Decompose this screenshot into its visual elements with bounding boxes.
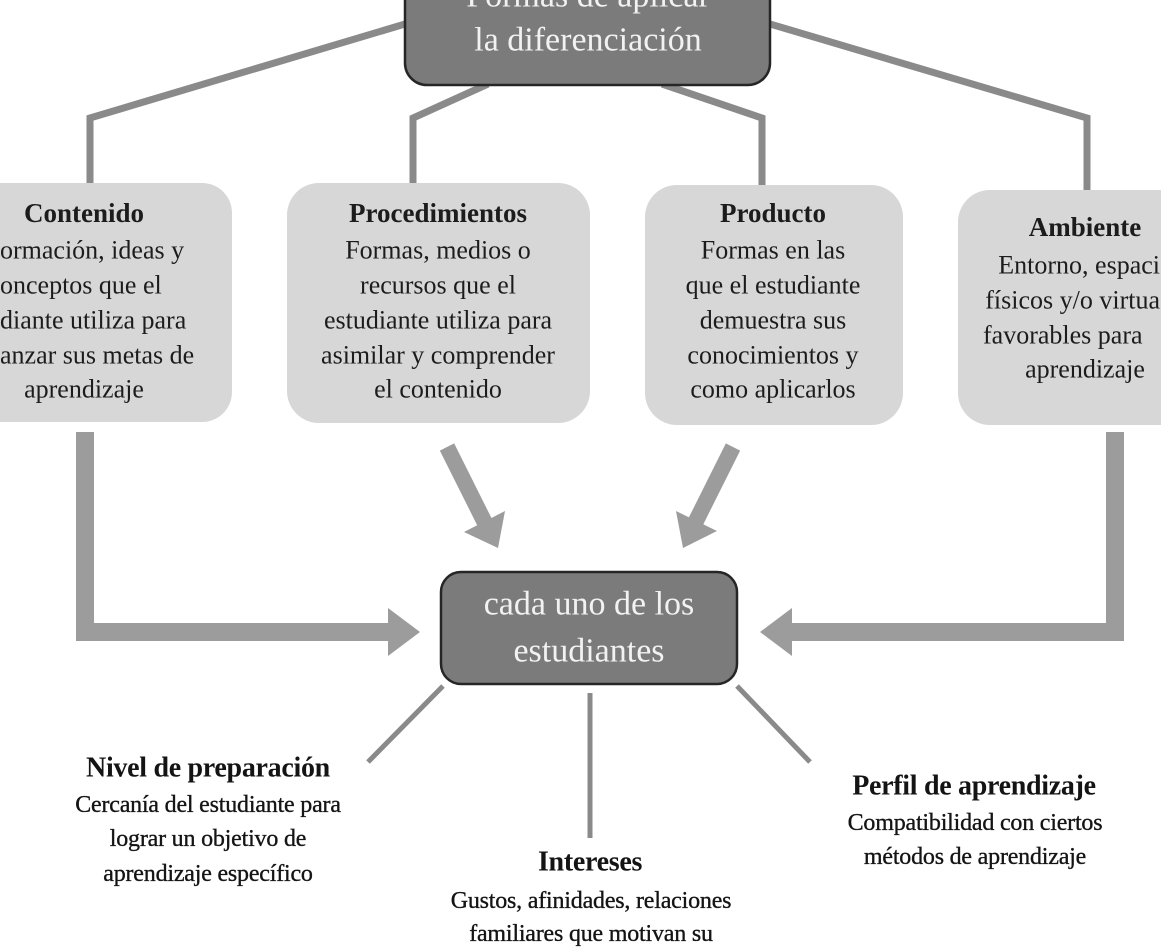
category-line: diante utiliza para xyxy=(0,306,187,335)
category-line: Formas en las xyxy=(701,236,845,265)
arrow-procedimientos-to-center xyxy=(439,443,495,531)
connector-center-to-perfil xyxy=(735,684,812,764)
category-line: Formas, medios o xyxy=(345,236,531,265)
factor-line: Cercanía del estudiante para xyxy=(75,792,341,818)
factor-title: Perfil de aprendizaje xyxy=(852,771,1096,802)
factor-line: aprendizaje específico xyxy=(103,861,313,887)
category-line: el contenido xyxy=(374,375,502,404)
arrow-contenido-to-center xyxy=(76,432,394,641)
category-box xyxy=(958,190,1161,425)
factor-line: familiares que motivan su xyxy=(469,921,713,947)
category-ambiente: Ambiente Entorno, espaci físicos y/o vir… xyxy=(958,190,1161,425)
category-line: favorables para xyxy=(983,321,1143,350)
factor-title: Intereses xyxy=(538,847,642,878)
category-line: recursos que el xyxy=(360,271,516,300)
factor-perfil-de-aprendizaje: Perfil de aprendizaje Compatibilidad con… xyxy=(847,771,1103,871)
category-producto: Producto Formas en las que el estudiante… xyxy=(645,185,903,425)
category-box xyxy=(287,183,590,423)
category-line: estudiante utiliza para xyxy=(324,306,553,335)
category-title: Procedimientos xyxy=(349,198,527,228)
factor-line: métodos de aprendizaje xyxy=(864,844,1086,870)
category-line: como aplicarlos xyxy=(690,375,855,404)
connector-top-to-ambiente xyxy=(769,20,1091,192)
factor-line: Compatibilidad con ciertos xyxy=(848,810,1103,836)
arrow-ambiente-to-center xyxy=(786,432,1124,641)
connector-center-to-nivel xyxy=(366,684,445,764)
category-line: onceptos que el xyxy=(0,271,162,300)
factor-intereses: Intereses Gustos, afinidades, relaciones… xyxy=(451,847,732,948)
category-line: aprendizaje xyxy=(1025,355,1145,384)
category-line: ormación, ideas y xyxy=(0,236,184,265)
arrow-head-left xyxy=(388,608,420,656)
center-line-1: cada uno de los xyxy=(484,586,695,623)
category-line: que el estudiante xyxy=(686,271,861,300)
factor-nivel-de-preparacion: Nivel de preparación Cercanía del estudi… xyxy=(75,753,342,888)
arrow-head-diagonal-right xyxy=(676,511,717,548)
category-title: Contenido xyxy=(24,198,144,228)
category-line: asimilar y comprender xyxy=(321,341,555,370)
arrow-producto-to-center xyxy=(685,443,741,531)
factor-line: Gustos, afinidades, relaciones xyxy=(451,888,732,914)
category-procedimientos: Procedimientos Formas, medios o recursos… xyxy=(287,183,590,423)
center-line-2: estudiantes xyxy=(513,633,664,670)
title-line-1: Formas de aplicar xyxy=(466,0,710,15)
category-line: anzar sus metas de xyxy=(0,341,194,370)
category-title: Ambiente xyxy=(1029,212,1141,242)
factor-line: lograr un objetivo de xyxy=(110,826,306,852)
category-box xyxy=(0,183,232,422)
category-line: Entorno, espaci xyxy=(998,251,1160,280)
connector-top-to-producto xyxy=(660,80,766,188)
category-line: aprendizaje xyxy=(24,375,144,404)
arrow-head-right xyxy=(760,608,792,656)
category-line: conocimientos y xyxy=(687,341,858,370)
category-box xyxy=(645,185,903,425)
category-title: Producto xyxy=(720,198,826,228)
factor-title: Nivel de preparación xyxy=(86,753,331,784)
arrow-head-diagonal-left xyxy=(464,511,505,548)
title-box xyxy=(403,0,772,87)
category-line: físicos y/o virtua xyxy=(985,286,1160,315)
category-contenido: Contenido ormación, ideas y onceptos que… xyxy=(0,183,232,422)
title-line-2: la diferenciación xyxy=(474,22,701,59)
category-line: demuestra sus xyxy=(700,306,847,335)
center-box xyxy=(439,570,739,686)
connector-top-to-contenido xyxy=(86,20,407,186)
connector-top-to-procedimientos xyxy=(409,80,490,186)
